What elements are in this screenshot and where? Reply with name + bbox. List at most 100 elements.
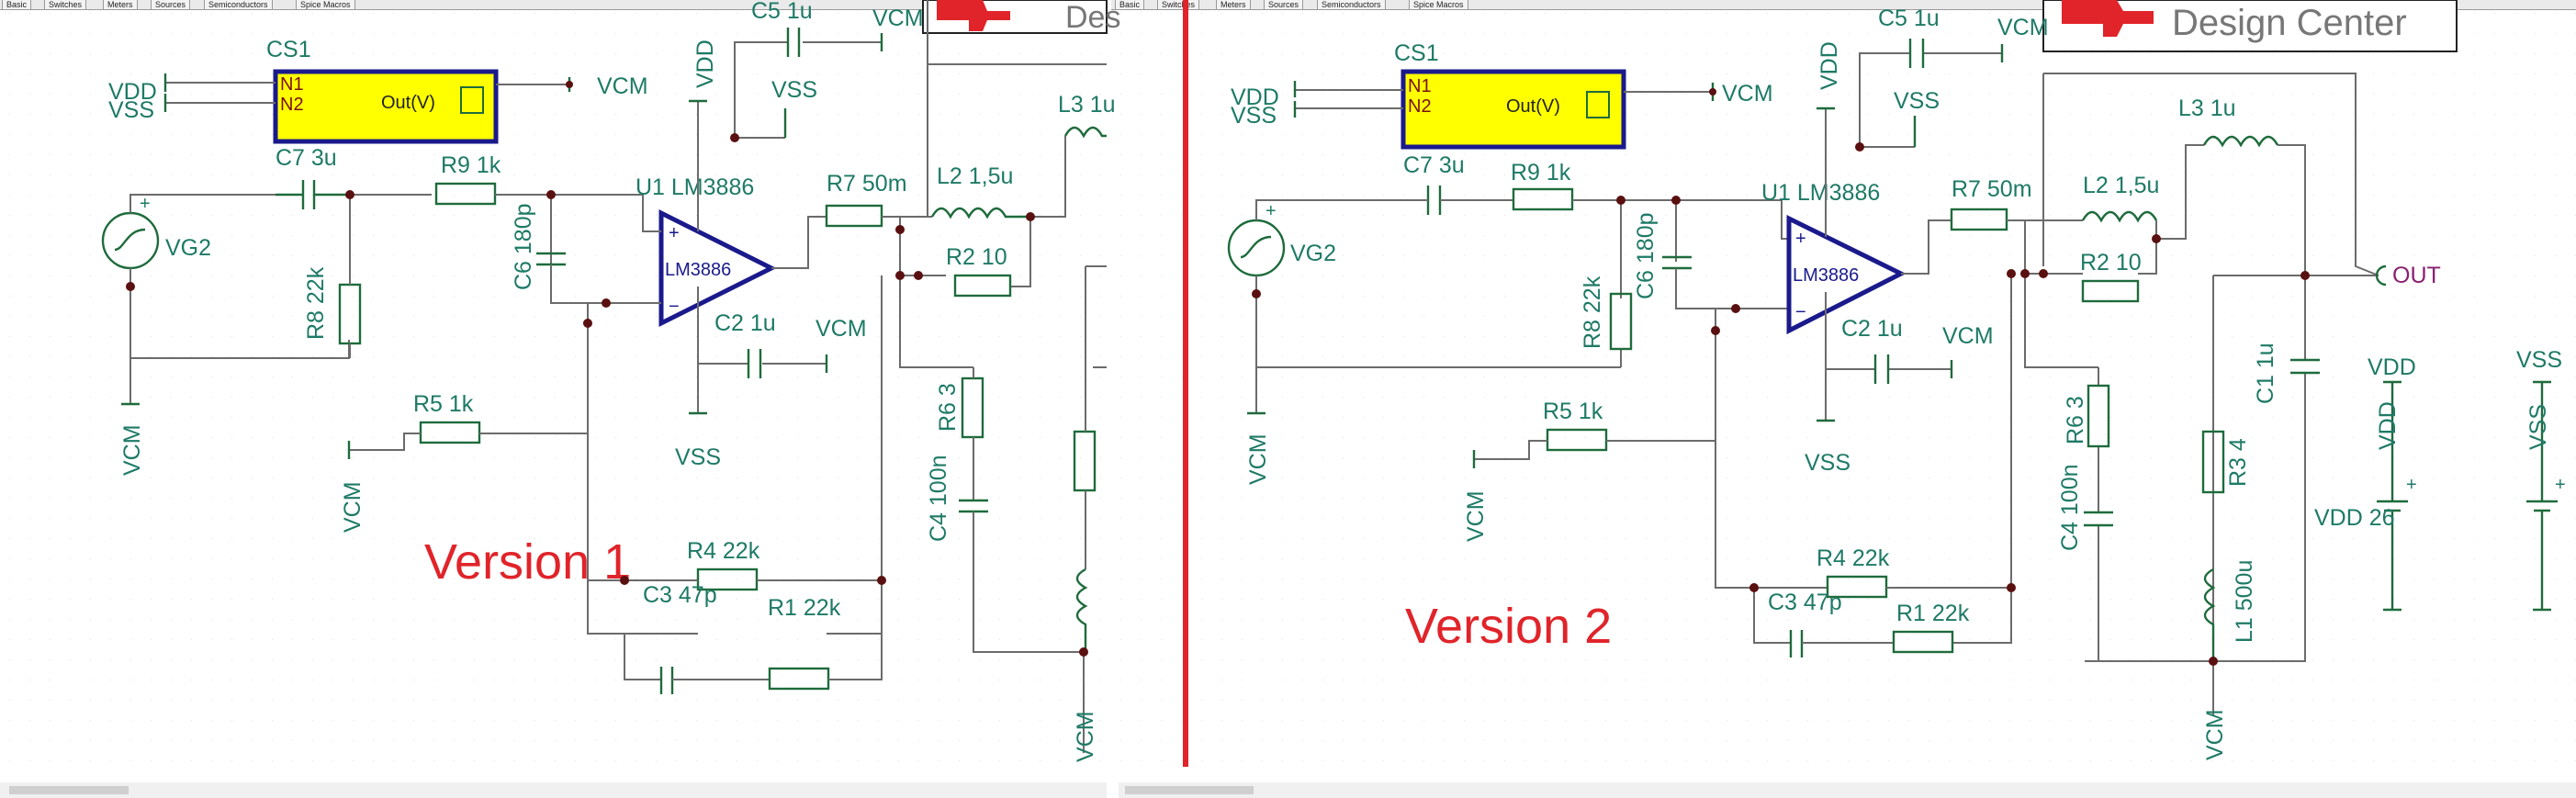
r5-label: R5 1k bbox=[413, 391, 474, 417]
vg2-label: VG2 bbox=[165, 235, 211, 261]
c1-label: C1 1u bbox=[2253, 343, 2278, 404]
version-1-label: Version 1 bbox=[424, 534, 631, 590]
design-center-logo-2: Design Center bbox=[2042, 0, 2458, 52]
vdd-input-label: VDD bbox=[108, 79, 157, 105]
left-tab-meters[interactable]: Meters bbox=[103, 0, 138, 10]
cs1-n2: N2 bbox=[280, 95, 304, 115]
vss-bat-label: VSS bbox=[2525, 404, 2551, 450]
vcm-c2-label-v2: VCM bbox=[1942, 323, 1994, 349]
c6-label: C6 180p bbox=[511, 203, 536, 290]
red-divider bbox=[1183, 0, 1188, 767]
r5-resistor-v2[interactable] bbox=[1546, 428, 1608, 452]
r6-label: R6 3 bbox=[935, 383, 961, 432]
r7-resistor-v2[interactable] bbox=[1950, 208, 2008, 231]
opamp-plus: + bbox=[669, 223, 680, 243]
u1-opamp-v2[interactable]: LM3886 + − bbox=[1786, 214, 1907, 335]
right-tab-switches[interactable]: Switches bbox=[1157, 0, 1200, 10]
vcm-bottom-label-v2: VCM bbox=[2202, 709, 2228, 760]
r8-label-v2: R8 22k bbox=[1580, 275, 1605, 349]
r8-label: R8 22k bbox=[303, 266, 329, 340]
current-sensor-cs1-v2[interactable]: N1 N2 Out(V) bbox=[1400, 69, 1626, 150]
right-scroll-thumb[interactable] bbox=[1125, 786, 1254, 794]
r2-label: R2 10 bbox=[946, 244, 1007, 270]
r6-resistor-v2[interactable] bbox=[2087, 384, 2110, 448]
r9-resistor[interactable] bbox=[434, 182, 497, 206]
r2-resistor-v2[interactable] bbox=[2081, 279, 2140, 303]
current-sensor-cs1[interactable]: N1 N2 Out(V) bbox=[273, 69, 499, 144]
vg2-plus: + bbox=[140, 194, 151, 214]
vdd-top-label-v2: VDD bbox=[1817, 41, 1842, 90]
u1-label-v2: U1 LM3886 bbox=[1761, 180, 1880, 206]
vcm-1-label-v2: VCM bbox=[1245, 433, 1271, 485]
vg2-source-v2[interactable] bbox=[1227, 219, 1286, 277]
left-tab-basic[interactable]: Basic bbox=[2, 0, 32, 10]
right-tab-basic[interactable]: Basic bbox=[1115, 0, 1145, 10]
cs1-outv-v2: Out(V) bbox=[1506, 96, 1560, 117]
r7-resistor[interactable] bbox=[825, 204, 883, 228]
r3-partial[interactable] bbox=[1073, 430, 1097, 492]
r8-resistor-v2[interactable] bbox=[1609, 292, 1633, 351]
c5-label-v2: C5 1u bbox=[1878, 6, 1940, 31]
r9-label-v2: R9 1k bbox=[1511, 160, 1571, 185]
r2-resistor[interactable] bbox=[953, 274, 1012, 298]
design-center-text: Des bbox=[1065, 0, 1120, 35]
c2-label: C2 1u bbox=[714, 310, 776, 336]
r5-label-v2: R5 1k bbox=[1543, 399, 1603, 424]
cs1-label-v2: CS1 bbox=[1394, 40, 1439, 66]
left-scroll-thumb[interactable] bbox=[9, 786, 129, 794]
left-tab-switches[interactable]: Switches bbox=[44, 0, 87, 10]
r1-resistor[interactable] bbox=[768, 667, 830, 691]
right-tab-spice-macros[interactable]: Spice Macros bbox=[1409, 0, 1468, 10]
left-hscrollbar[interactable] bbox=[0, 782, 1107, 798]
right-toolbar bbox=[1111, 0, 2576, 10]
left-tab-sources[interactable]: Sources bbox=[151, 0, 191, 10]
opamp-part: LM3886 bbox=[665, 260, 731, 280]
r1-resistor-v2[interactable] bbox=[1892, 630, 1954, 654]
vdd26-label: VDD 26 bbox=[2314, 505, 2395, 531]
r1-label: R1 22k bbox=[768, 595, 841, 621]
r3-label: R3 4 bbox=[2225, 438, 2251, 487]
r8-resistor[interactable] bbox=[338, 283, 362, 345]
opamp-part-v2: LM3886 bbox=[1793, 265, 1859, 286]
schematic-version-2: Design Center N1 N2 Out(V) CS1 VDD VSS V… bbox=[1227, 0, 2566, 760]
vcm-1-label: VCM bbox=[119, 424, 145, 476]
opamp-minus: − bbox=[669, 297, 680, 317]
design-center-logo: Des bbox=[922, 0, 1120, 35]
l3-label: L3 1u bbox=[1058, 92, 1116, 118]
vg2-source[interactable] bbox=[101, 211, 160, 270]
u1-opamp[interactable]: LM3886 + − bbox=[658, 208, 777, 328]
vg2-label-v2: VG2 bbox=[1290, 241, 1336, 266]
cs1-n2-v2: N2 bbox=[1408, 96, 1432, 117]
left-tab-spice-macros[interactable]: Spice Macros bbox=[296, 0, 355, 10]
c7-label: C7 3u bbox=[276, 145, 337, 171]
version-2-label: Version 2 bbox=[1405, 599, 1612, 654]
c4-label: C4 100n bbox=[926, 455, 951, 542]
left-tab-semiconductors[interactable]: Semiconductors bbox=[204, 0, 273, 10]
c3-label: C3 47p bbox=[643, 582, 717, 608]
opamp-plus-v2: + bbox=[1795, 229, 1806, 249]
r5-resistor[interactable] bbox=[419, 421, 481, 444]
c6-label-v2: C6 180p bbox=[1633, 212, 1659, 299]
schematic-version-1: Des N1 N2 Out(V) CS1 VDD VSS VCM VG2 + V… bbox=[101, 0, 1120, 762]
right-hscrollbar[interactable] bbox=[1119, 782, 2576, 798]
r6-label-v2: R6 3 bbox=[2063, 396, 2088, 444]
vcm-c5-label: VCM bbox=[872, 6, 924, 31]
vss-opamp-label-v2: VSS bbox=[1805, 450, 1850, 476]
c7-label-v2: C7 3u bbox=[1403, 152, 1465, 178]
right-tab-semiconductors[interactable]: Semiconductors bbox=[1317, 0, 1386, 10]
background-grid bbox=[9, 13, 2576, 761]
r2-label-v2: R2 10 bbox=[2080, 250, 2142, 275]
vss-c5-label: VSS bbox=[771, 77, 817, 103]
vcm-out-label-v2: VCM bbox=[1722, 81, 1773, 107]
r9-resistor-v2[interactable] bbox=[1512, 187, 1574, 211]
r6-resistor[interactable] bbox=[961, 377, 984, 439]
r3-resistor[interactable] bbox=[2201, 430, 2225, 494]
opamp-minus-v2: − bbox=[1795, 302, 1806, 322]
vss-plus: + bbox=[2555, 475, 2566, 495]
right-tab-sources[interactable]: Sources bbox=[1264, 0, 1304, 10]
design-center-text-2: Design Center bbox=[2172, 3, 2407, 43]
vss-opamp-label: VSS bbox=[675, 444, 721, 470]
right-tab-meters[interactable]: Meters bbox=[1216, 0, 1251, 10]
